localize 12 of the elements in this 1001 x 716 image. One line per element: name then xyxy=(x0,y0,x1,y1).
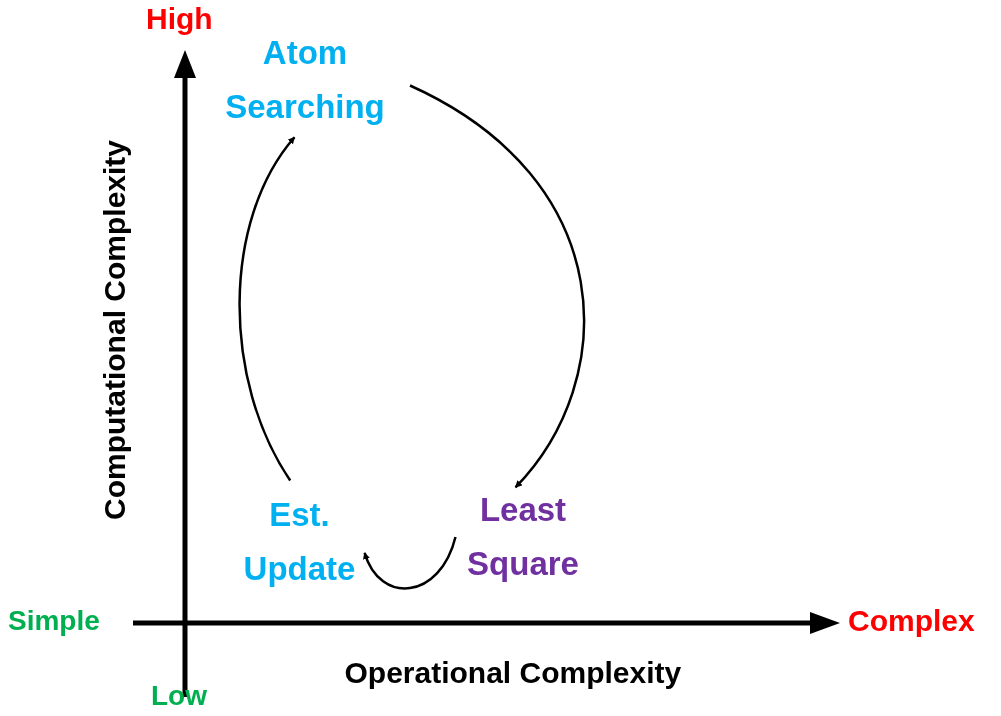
curved-arrow xyxy=(238,136,296,482)
axis-title: Operational Complexity xyxy=(344,656,682,690)
node-label: Est. Update xyxy=(242,495,357,589)
axis-label: High xyxy=(146,2,213,36)
axis-label: Low xyxy=(151,680,207,712)
curved-arrow xyxy=(363,536,457,590)
node-label: Atom Searching xyxy=(224,33,386,127)
axis-label: Simple xyxy=(8,605,100,637)
axis-title: Computational Complexity xyxy=(98,140,132,520)
axis-label: Complex xyxy=(848,604,975,638)
node-label: Least Square xyxy=(466,490,580,584)
curved-arrow xyxy=(409,84,586,489)
